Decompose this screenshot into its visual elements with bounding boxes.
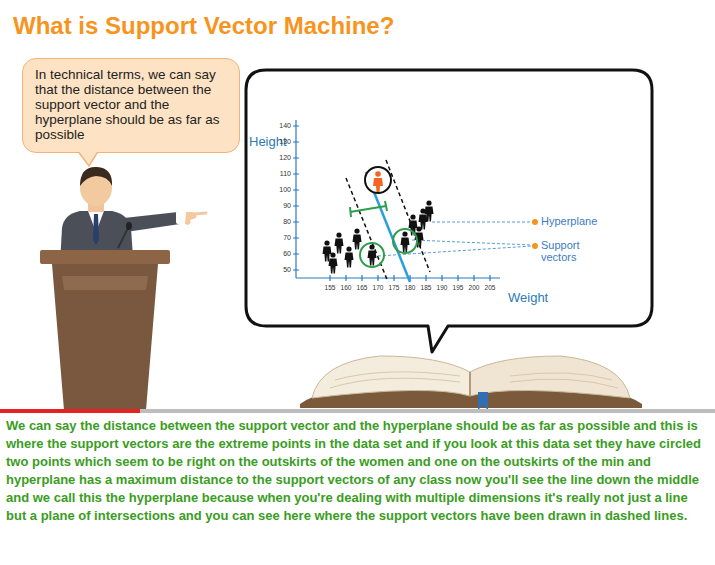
tick-label: 100 [279,186,291,194]
tick-label: 205 [485,284,496,291]
tick-label: 70 [283,234,291,242]
chart-axes [293,120,500,281]
speech-bubble: In technical terms, we can say that the … [22,58,240,153]
slide-title: What is Support Vector Machine? [13,12,394,40]
hyperplane-lines [346,160,430,282]
leader-dot [532,243,538,249]
chart-bubble [246,70,652,352]
tick-label: 175 [389,284,400,291]
tick-label: 170 [373,284,384,291]
callout-label: Hyperplane [541,215,597,227]
bubble-text: In technical terms, we can say that the … [35,67,227,142]
tick-label: 200 [469,284,480,291]
tick-label: 80 [283,218,291,226]
tick-label: 180 [405,284,416,291]
open-book [300,356,642,410]
transcript-caption: We can say the distance between the supp… [6,417,709,525]
tick-label: 50 [283,266,291,274]
tick-label: 160 [341,284,352,291]
axis-title: Weight [508,291,548,305]
progress-track [0,409,715,413]
presenter-figure [58,167,206,300]
tick-label: 165 [357,284,368,291]
leader-dot [532,219,538,225]
tick-label: 120 [279,154,291,162]
tick-label: 190 [437,284,448,291]
tick-label: 60 [283,250,291,258]
frame-ground [0,0,715,410]
tick-label: 195 [453,284,464,291]
leader-lines [378,222,532,256]
tick-label: 185 [421,284,432,291]
tick-label: 140 [279,122,291,130]
data-points [323,167,434,274]
tick-label: 130 [279,138,291,146]
tick-label: 110 [280,170,291,178]
tick-label: 90 [283,202,291,210]
progress-bar [0,409,140,413]
podium [40,222,170,410]
tick-label: 155 [325,284,336,291]
bubble-tail [75,150,105,168]
callout-label: Support vectors [541,239,593,263]
